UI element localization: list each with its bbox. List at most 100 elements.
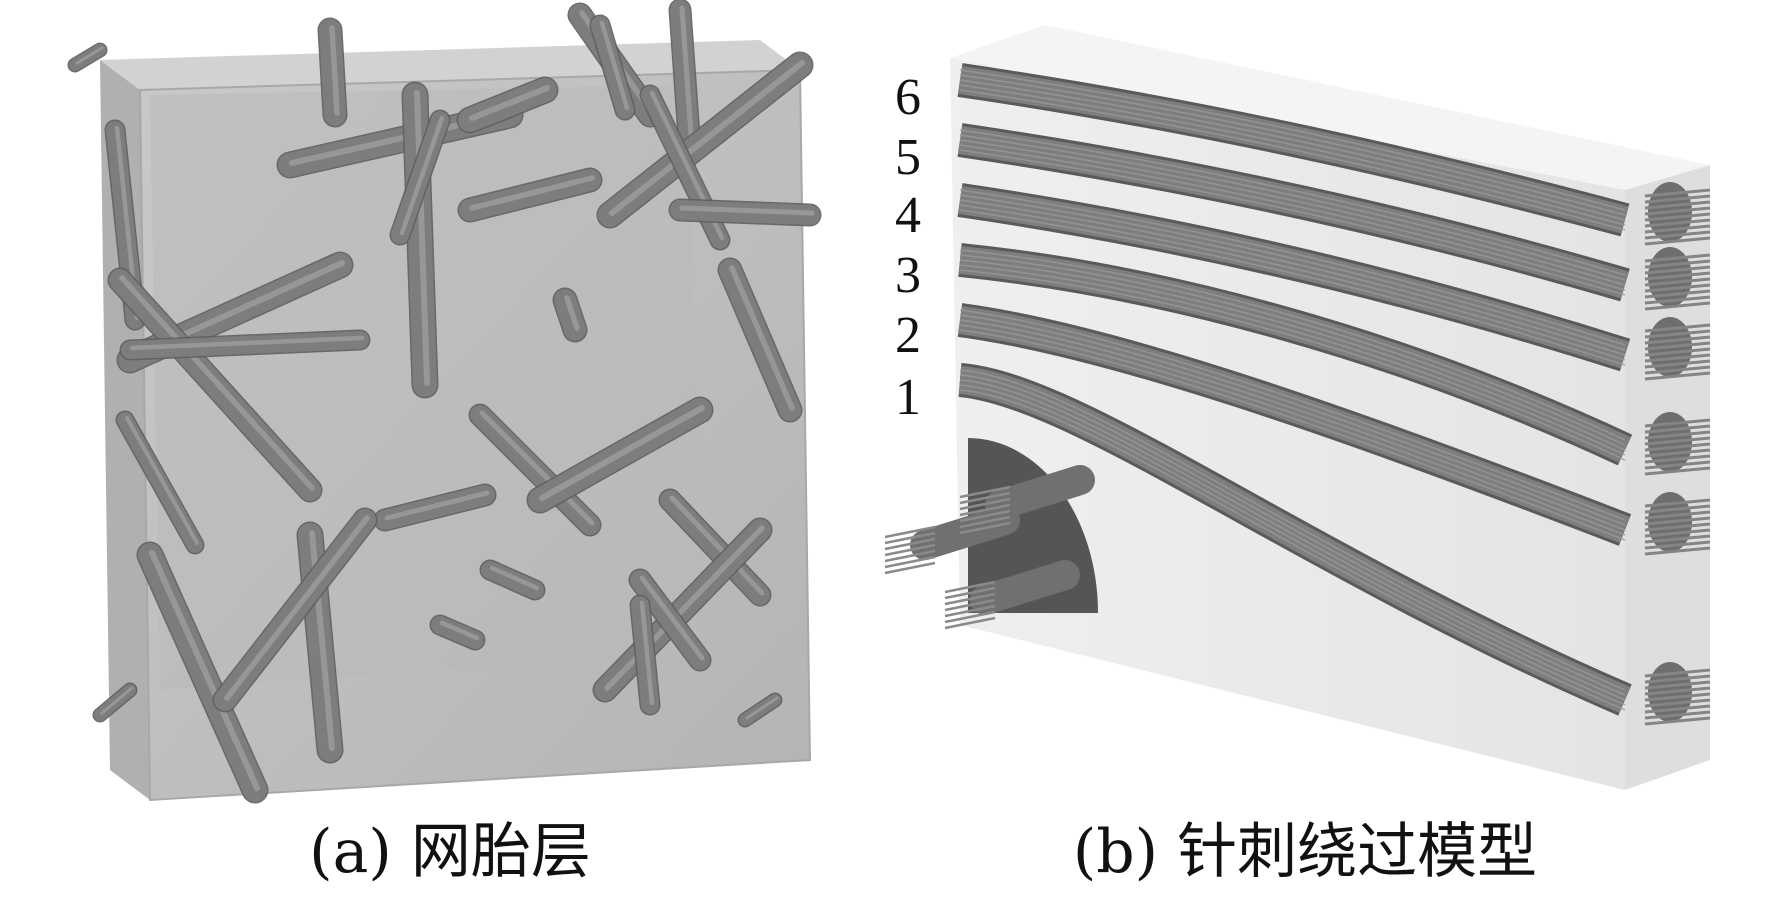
yarn-filament <box>959 384 1626 706</box>
needle-tuft-filament <box>959 485 1011 499</box>
fiber-segment <box>591 16 634 119</box>
yarn-end-filament <box>1644 230 1711 240</box>
fiber-highlight <box>639 600 655 706</box>
yarn-filament <box>959 329 1626 541</box>
fiber-highlight <box>384 490 490 521</box>
fiber-highlight <box>679 205 815 216</box>
yarn-end-filament <box>1644 301 1711 311</box>
yarn-end-filament <box>1644 430 1711 440</box>
needle-tuft-filament <box>884 543 936 557</box>
needle-tuft-filament <box>959 521 1011 535</box>
yarn-filament <box>959 69 1626 211</box>
yarn-end-filament <box>1644 442 1711 452</box>
yarn-end-filament <box>1644 335 1711 345</box>
yarn-end-filament <box>1644 212 1711 222</box>
caption-panel-b: (b) 针刺绕过模型 <box>1072 817 1538 887</box>
yarn-end-filament <box>1644 295 1711 305</box>
needle-tuft-filament <box>959 509 1011 523</box>
yarn-end-filament <box>1644 347 1711 357</box>
yarn-end-filament <box>1644 359 1711 369</box>
yarn-filament <box>959 379 1626 701</box>
fiber-highlight <box>75 46 104 65</box>
needle-tuft-filament <box>959 491 1011 505</box>
needle-tuft-filament <box>944 586 996 600</box>
fiber-highlight <box>149 550 260 791</box>
yarn-filament <box>959 314 1626 526</box>
needle-tuft-filament <box>884 531 936 545</box>
yarn-end-filament <box>1644 188 1711 198</box>
yarn-end-filament <box>1644 253 1711 263</box>
panel-b-needling-model <box>884 25 1711 790</box>
yarn-end-filament <box>1644 698 1711 708</box>
yarn-filament <box>959 264 1626 456</box>
yarn-filament <box>959 254 1626 446</box>
yarn-filament <box>959 89 1626 231</box>
fiber-highlight <box>669 495 765 596</box>
needle-tuft-filament <box>884 561 936 575</box>
needle-tuft-filament <box>959 515 1011 529</box>
yarn-filament <box>959 369 1626 691</box>
layer-label-2: 2 <box>895 307 921 364</box>
layer-label-6: 6 <box>895 69 921 126</box>
layer-label-1: 1 <box>895 369 921 426</box>
yarn-filament <box>959 79 1626 221</box>
fiber-highlight <box>119 275 315 491</box>
yarn-filament <box>959 84 1626 226</box>
yarn-end-filament <box>1644 540 1711 550</box>
yarn-filament <box>959 129 1626 276</box>
fiber-highlight <box>439 620 480 641</box>
yarn-end-filament <box>1644 686 1711 696</box>
fiber-highlight <box>564 295 580 331</box>
needle-tuft-filament <box>944 610 996 624</box>
needle-tuft-body <box>985 465 1095 520</box>
yarn-filament <box>959 74 1626 216</box>
yarn-filament <box>959 199 1626 356</box>
needle-tuft-body <box>970 560 1080 615</box>
yarn-filament <box>959 209 1626 366</box>
layer-label-3: 3 <box>895 247 921 304</box>
yarn-end-filament <box>1644 454 1711 464</box>
yarn-filament <box>959 249 1626 441</box>
yarn-end-filament <box>1644 259 1711 269</box>
layer-label-4: 4 <box>895 187 921 244</box>
fiber-highlight <box>639 575 705 661</box>
fiber-segment <box>660 490 770 605</box>
yarn-end-filament <box>1644 504 1711 514</box>
fiber-segment <box>470 405 600 535</box>
fiber-segment <box>431 616 484 649</box>
yarn-end-filament <box>1644 436 1711 446</box>
yarn-end-filament <box>1644 365 1711 375</box>
yarn-end-filament <box>1644 534 1711 544</box>
fiber-highlight <box>469 175 595 211</box>
fiber-highlight <box>609 60 805 216</box>
fiber-segment <box>630 570 710 670</box>
yarn-end-filament <box>1644 418 1711 428</box>
yarn-end-filament <box>1644 206 1711 216</box>
fiber-highlight <box>729 265 795 411</box>
yarn-end-filament <box>1644 692 1711 702</box>
needle-tuft-filament <box>884 549 936 563</box>
yarn-filament <box>959 139 1626 286</box>
needle-tuft-filament <box>884 537 936 551</box>
fiber-segment <box>117 412 203 553</box>
yarn-filament <box>959 269 1626 461</box>
fiber-highlight <box>329 25 340 116</box>
fiber-segment <box>109 269 321 501</box>
needle-tuft-filament <box>944 598 996 612</box>
yarn-end-filament <box>1644 271 1711 281</box>
fiber-highlight <box>469 85 550 121</box>
yarn-end-filament <box>1644 283 1711 293</box>
fiber-highlight <box>125 416 199 545</box>
model-block-top-face <box>950 25 1710 190</box>
yarn-filament <box>959 309 1626 521</box>
needle-tuft-filament <box>959 497 1011 511</box>
yarn-end-tufts <box>1644 182 1711 726</box>
needle-tuft-filament <box>959 503 1011 517</box>
yarn-end-filament <box>1644 236 1711 246</box>
fiber-highlight <box>604 525 765 691</box>
yarn-end-filament <box>1644 674 1711 684</box>
fiber-highlight <box>679 5 695 151</box>
yarn-filament <box>959 204 1626 361</box>
needle-tuft-filament <box>944 592 996 606</box>
